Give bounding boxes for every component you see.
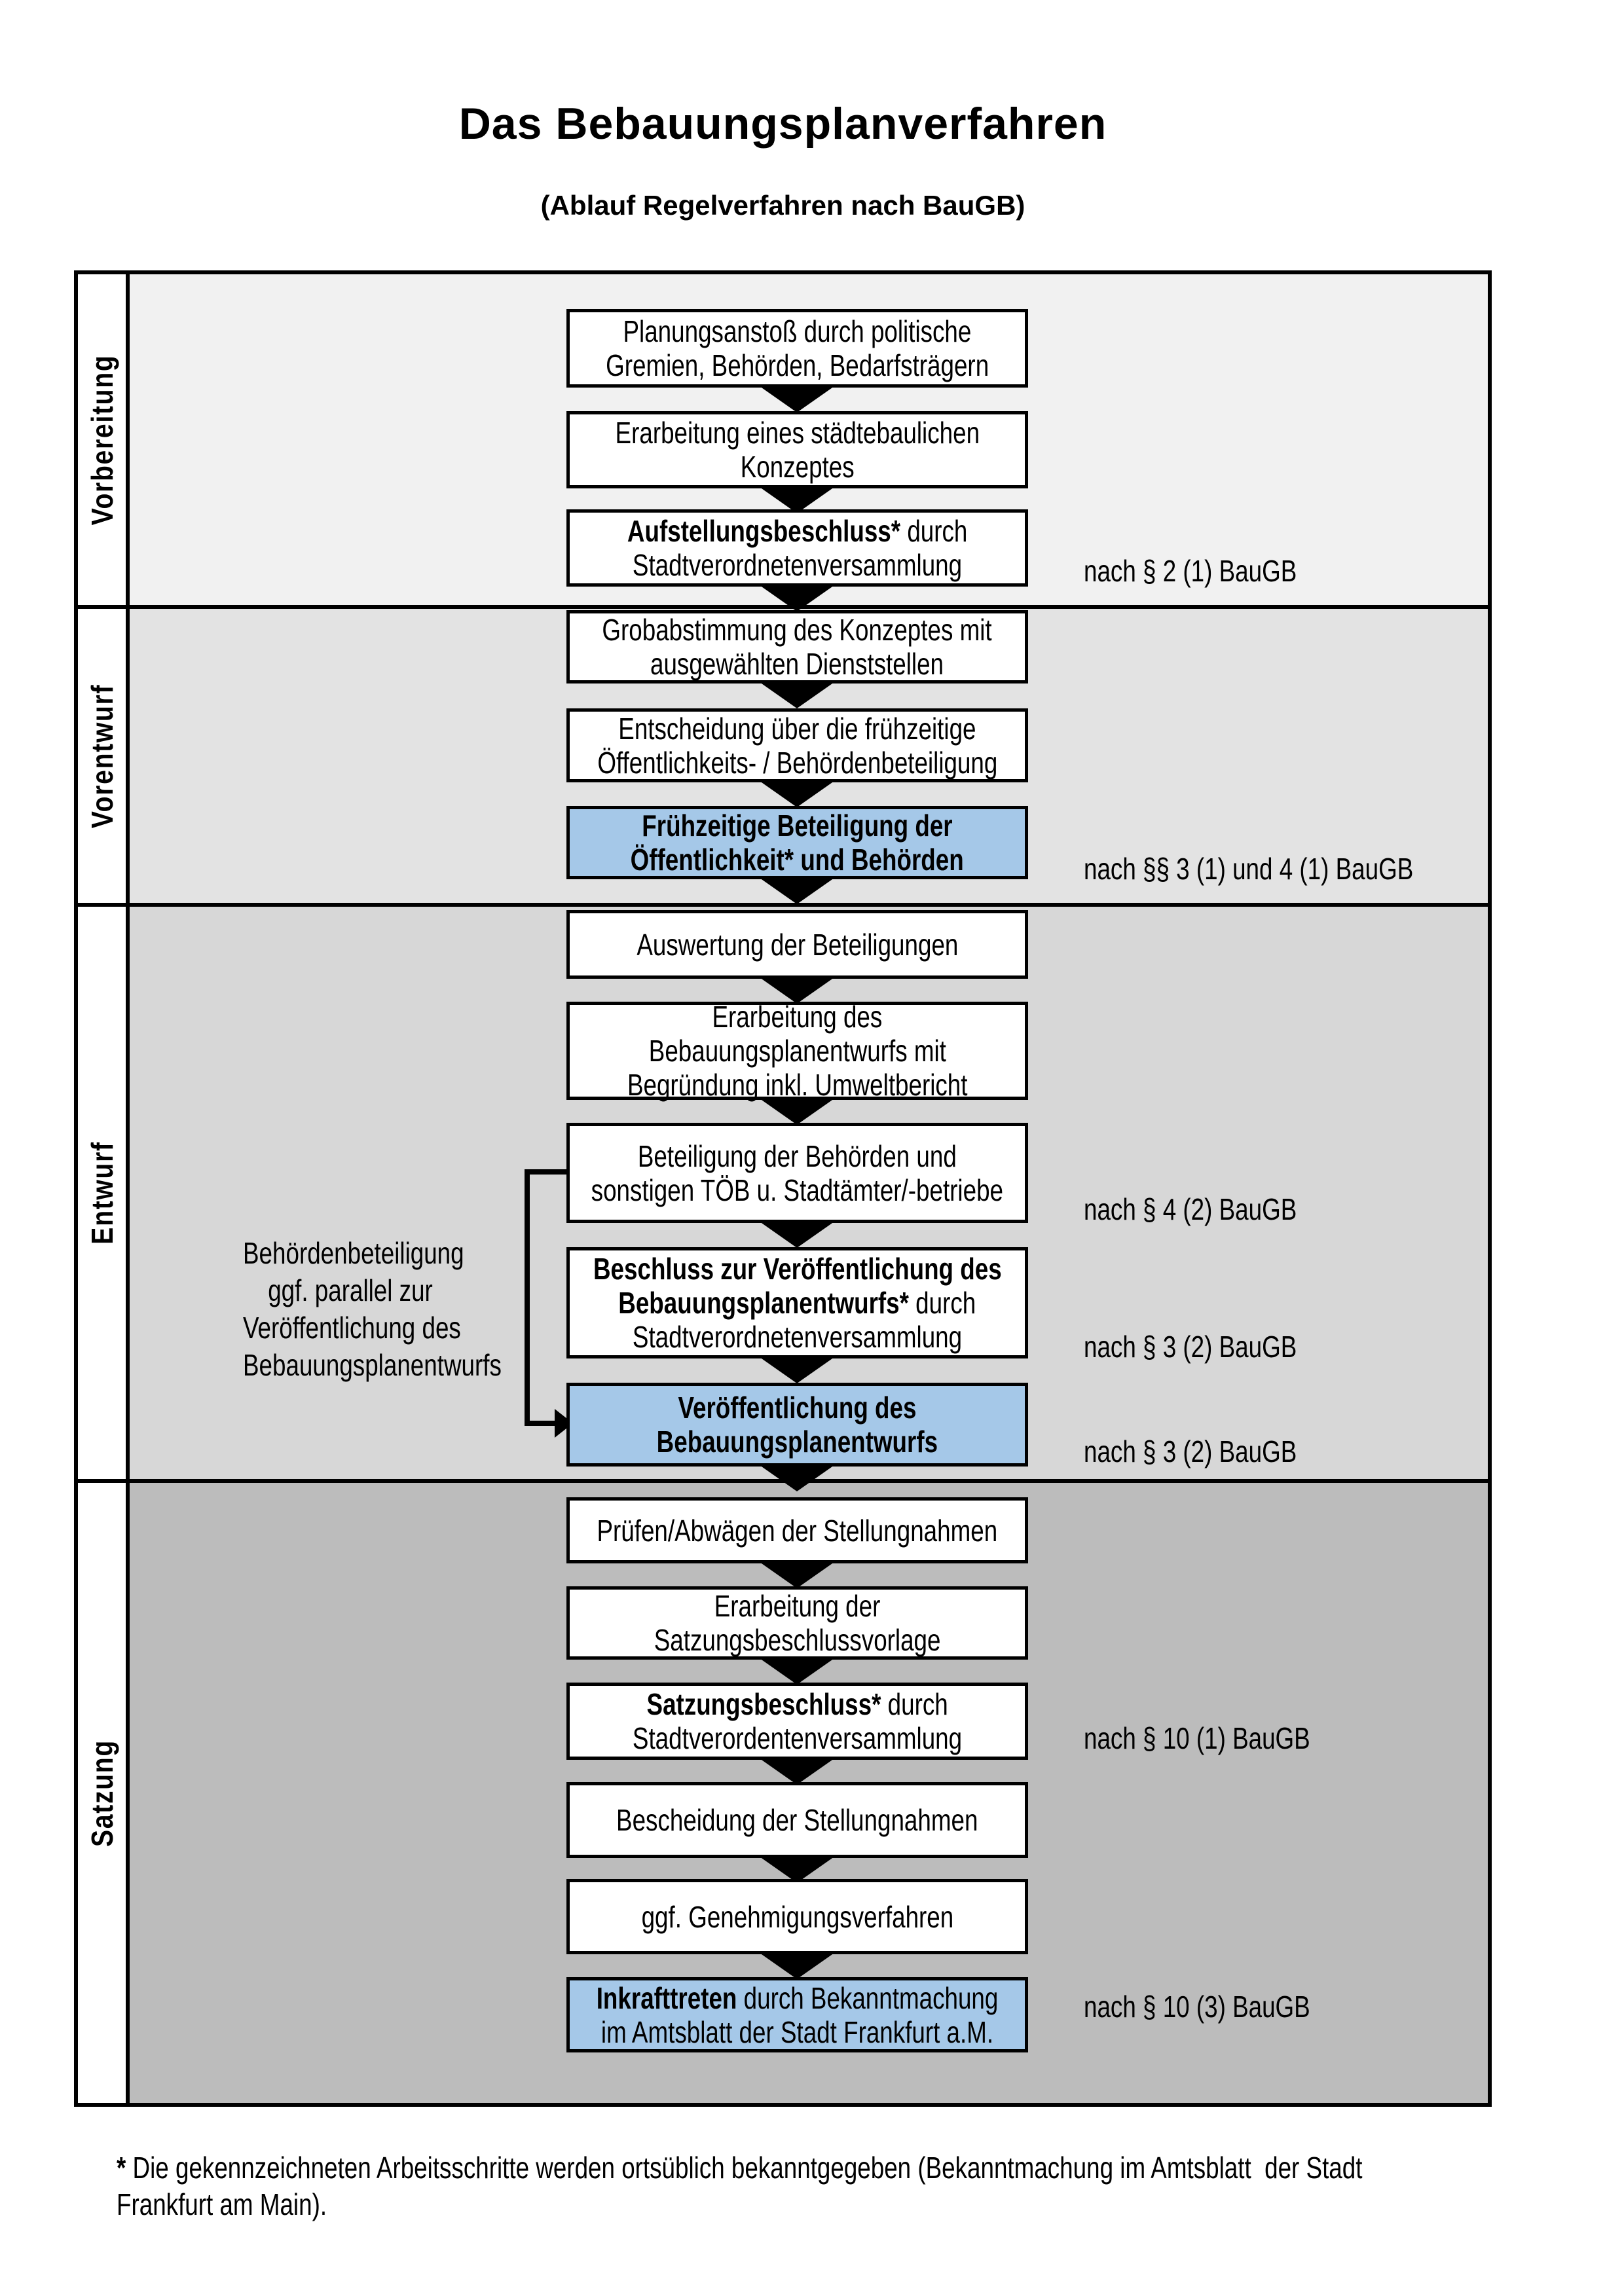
phase-row-vorentwurf: Vorentwurf: [78, 609, 1488, 907]
phase-band-entwurf: [130, 907, 1488, 1479]
footnote-line: Frankfurt am Main).: [117, 2187, 327, 2221]
flowchart-frame: Vorbereitung Vorentwurf Entwurf Satzung: [74, 270, 1492, 2107]
phase-label: Vorentwurf: [84, 683, 119, 828]
footnote: * Die gekennzeichneten Arbeitsschritte w…: [117, 2149, 1624, 2223]
phase-band-satzung: [130, 1483, 1488, 2103]
document-header: Das Bebauungsplanverfahren (Ablauf Regel…: [74, 98, 1492, 221]
footnote-line: * Die gekennzeichneten Arbeitsschritte w…: [117, 2151, 1363, 2185]
phase-label-cell-vorentwurf: Vorentwurf: [78, 609, 130, 903]
phase-row-entwurf: Entwurf: [78, 907, 1488, 1483]
page-title: Das Bebauungsplanverfahren: [458, 99, 1107, 149]
phase-row-satzung: Satzung: [78, 1483, 1488, 2103]
phase-label: Vorbereitung: [84, 354, 119, 525]
footnote-asterisk: *: [117, 2151, 133, 2185]
phase-label-cell-satzung: Satzung: [78, 1483, 130, 2103]
phase-row-vorbereitung: Vorbereitung: [78, 274, 1488, 609]
phase-band-vorbereitung: [130, 274, 1488, 605]
phase-label: Satzung: [84, 1739, 119, 1847]
phase-band-vorentwurf: [130, 609, 1488, 903]
phase-label-cell-entwurf: Entwurf: [78, 907, 130, 1479]
phase-label: Entwurf: [84, 1141, 119, 1245]
page-subtitle: (Ablauf Regelverfahren nach BauGB): [540, 190, 1025, 221]
phase-label-cell-vorbereitung: Vorbereitung: [78, 274, 130, 605]
